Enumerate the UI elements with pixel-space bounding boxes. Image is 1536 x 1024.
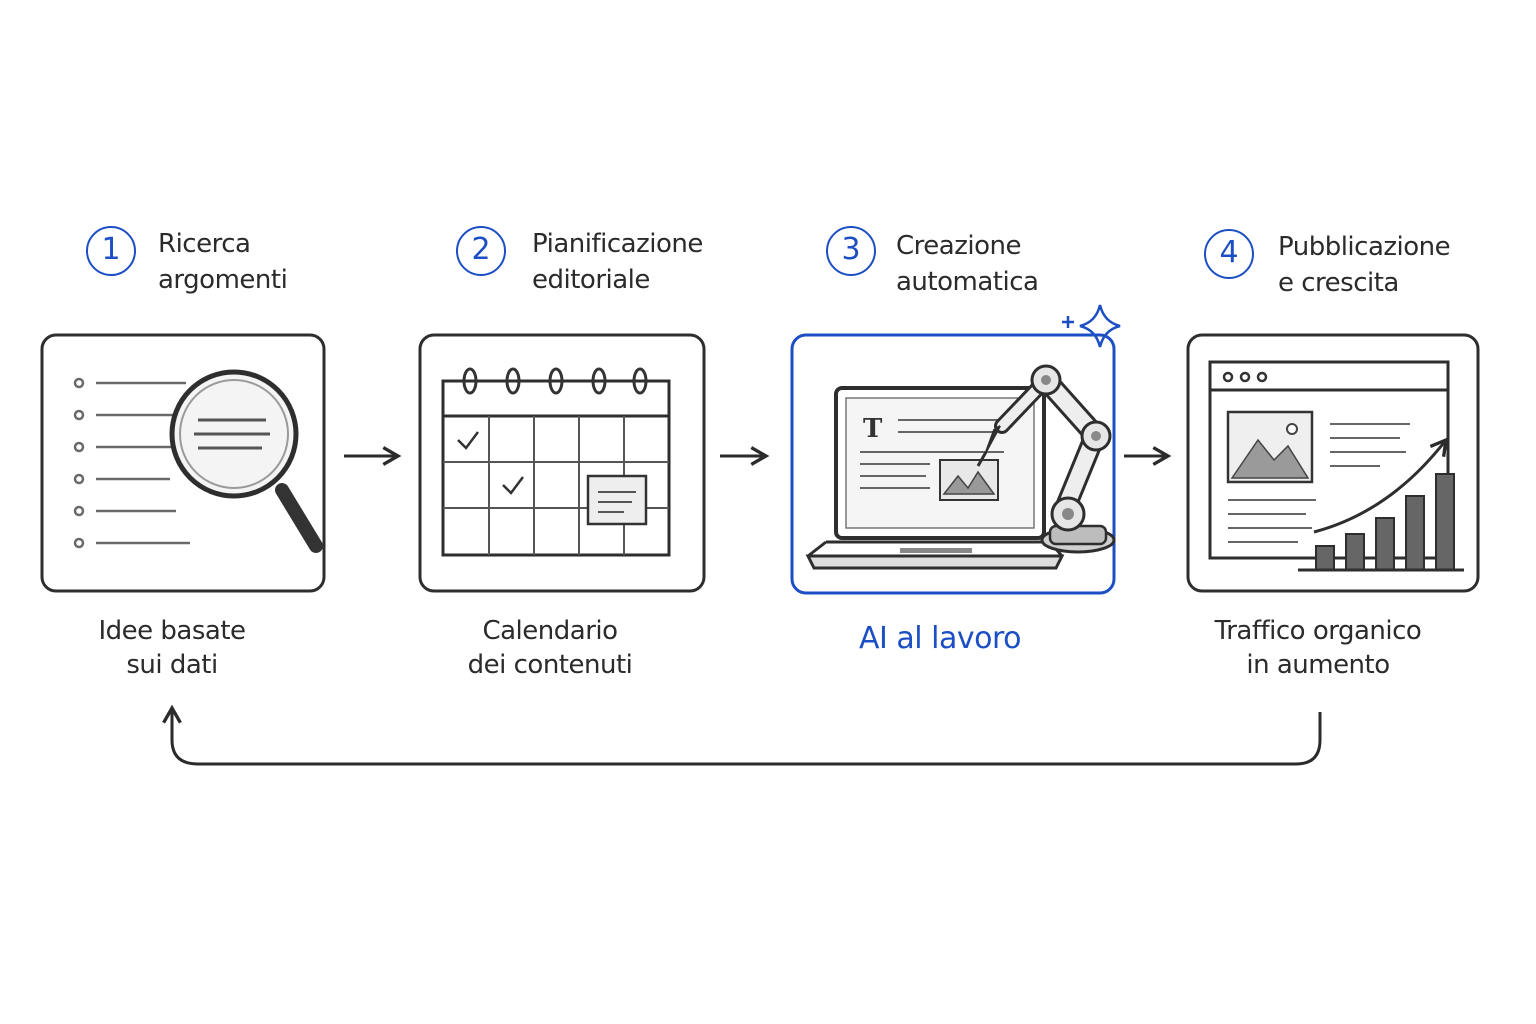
step-title-1: Ricerca argomenti [158, 226, 288, 298]
step-caption-1: Idee basate sui dati [62, 614, 282, 682]
step-title-3-line2: automatica [896, 267, 1039, 297]
robot-arm-icon [976, 364, 1116, 554]
step-number-1: 1 [86, 226, 136, 276]
step-caption-3: AI al lavoro [820, 622, 1060, 656]
calendar-icon [441, 367, 671, 557]
step-title-4-line2: e crescita [1278, 268, 1399, 298]
step-caption-3-line1: AI al lavoro [858, 621, 1022, 656]
step-caption-2-line2: dei contenuti [467, 650, 633, 680]
step-caption-4-line2: in aumento [1246, 650, 1390, 680]
bullet-list [73, 377, 190, 549]
sparkle-icon [1062, 304, 1121, 348]
checkmark-icon [457, 431, 479, 450]
step-caption-4-line1: Traffico organico [1214, 616, 1422, 646]
step-title-2-line1: Pianificazione [532, 229, 703, 259]
checkmark-icon [502, 476, 524, 495]
card-ai-creation: T [790, 304, 1121, 595]
growth-chart-icon [1298, 437, 1464, 572]
step-title-3: Creazione automatica [896, 228, 1039, 300]
step-caption-4: Traffico organico in aumento [1196, 614, 1440, 682]
step-caption-1-line2: sui dati [126, 650, 218, 680]
text-glyph: T [863, 414, 883, 444]
browser-window-icon [1208, 360, 1450, 560]
step-title-1-line2: argomenti [158, 265, 288, 295]
card-publication [1186, 333, 1480, 593]
step-caption-2: Calendario dei contenuti [430, 614, 670, 682]
magnifier-icon [169, 369, 323, 553]
loop-back-arrow [162, 704, 1322, 766]
step-title-4: Pubblicazione e crescita [1278, 229, 1451, 301]
laptop-icon: T [805, 386, 1065, 570]
step-title-2: Pianificazione editoriale [532, 226, 703, 298]
step-number-2: 2 [456, 226, 506, 276]
step-caption-2-line1: Calendario [482, 616, 618, 646]
card-research [40, 333, 326, 593]
card-calendar [418, 333, 706, 593]
step-title-1-line1: Ricerca [158, 229, 251, 259]
step-caption-1-line1: Idee basate [98, 616, 246, 646]
step-number-4: 4 [1204, 229, 1254, 279]
step-title-4-line1: Pubblicazione [1278, 232, 1451, 262]
step-title-3-line1: Creazione [896, 231, 1021, 261]
step-number-3: 3 [826, 226, 876, 276]
step-title-2-line2: editoriale [532, 265, 650, 295]
